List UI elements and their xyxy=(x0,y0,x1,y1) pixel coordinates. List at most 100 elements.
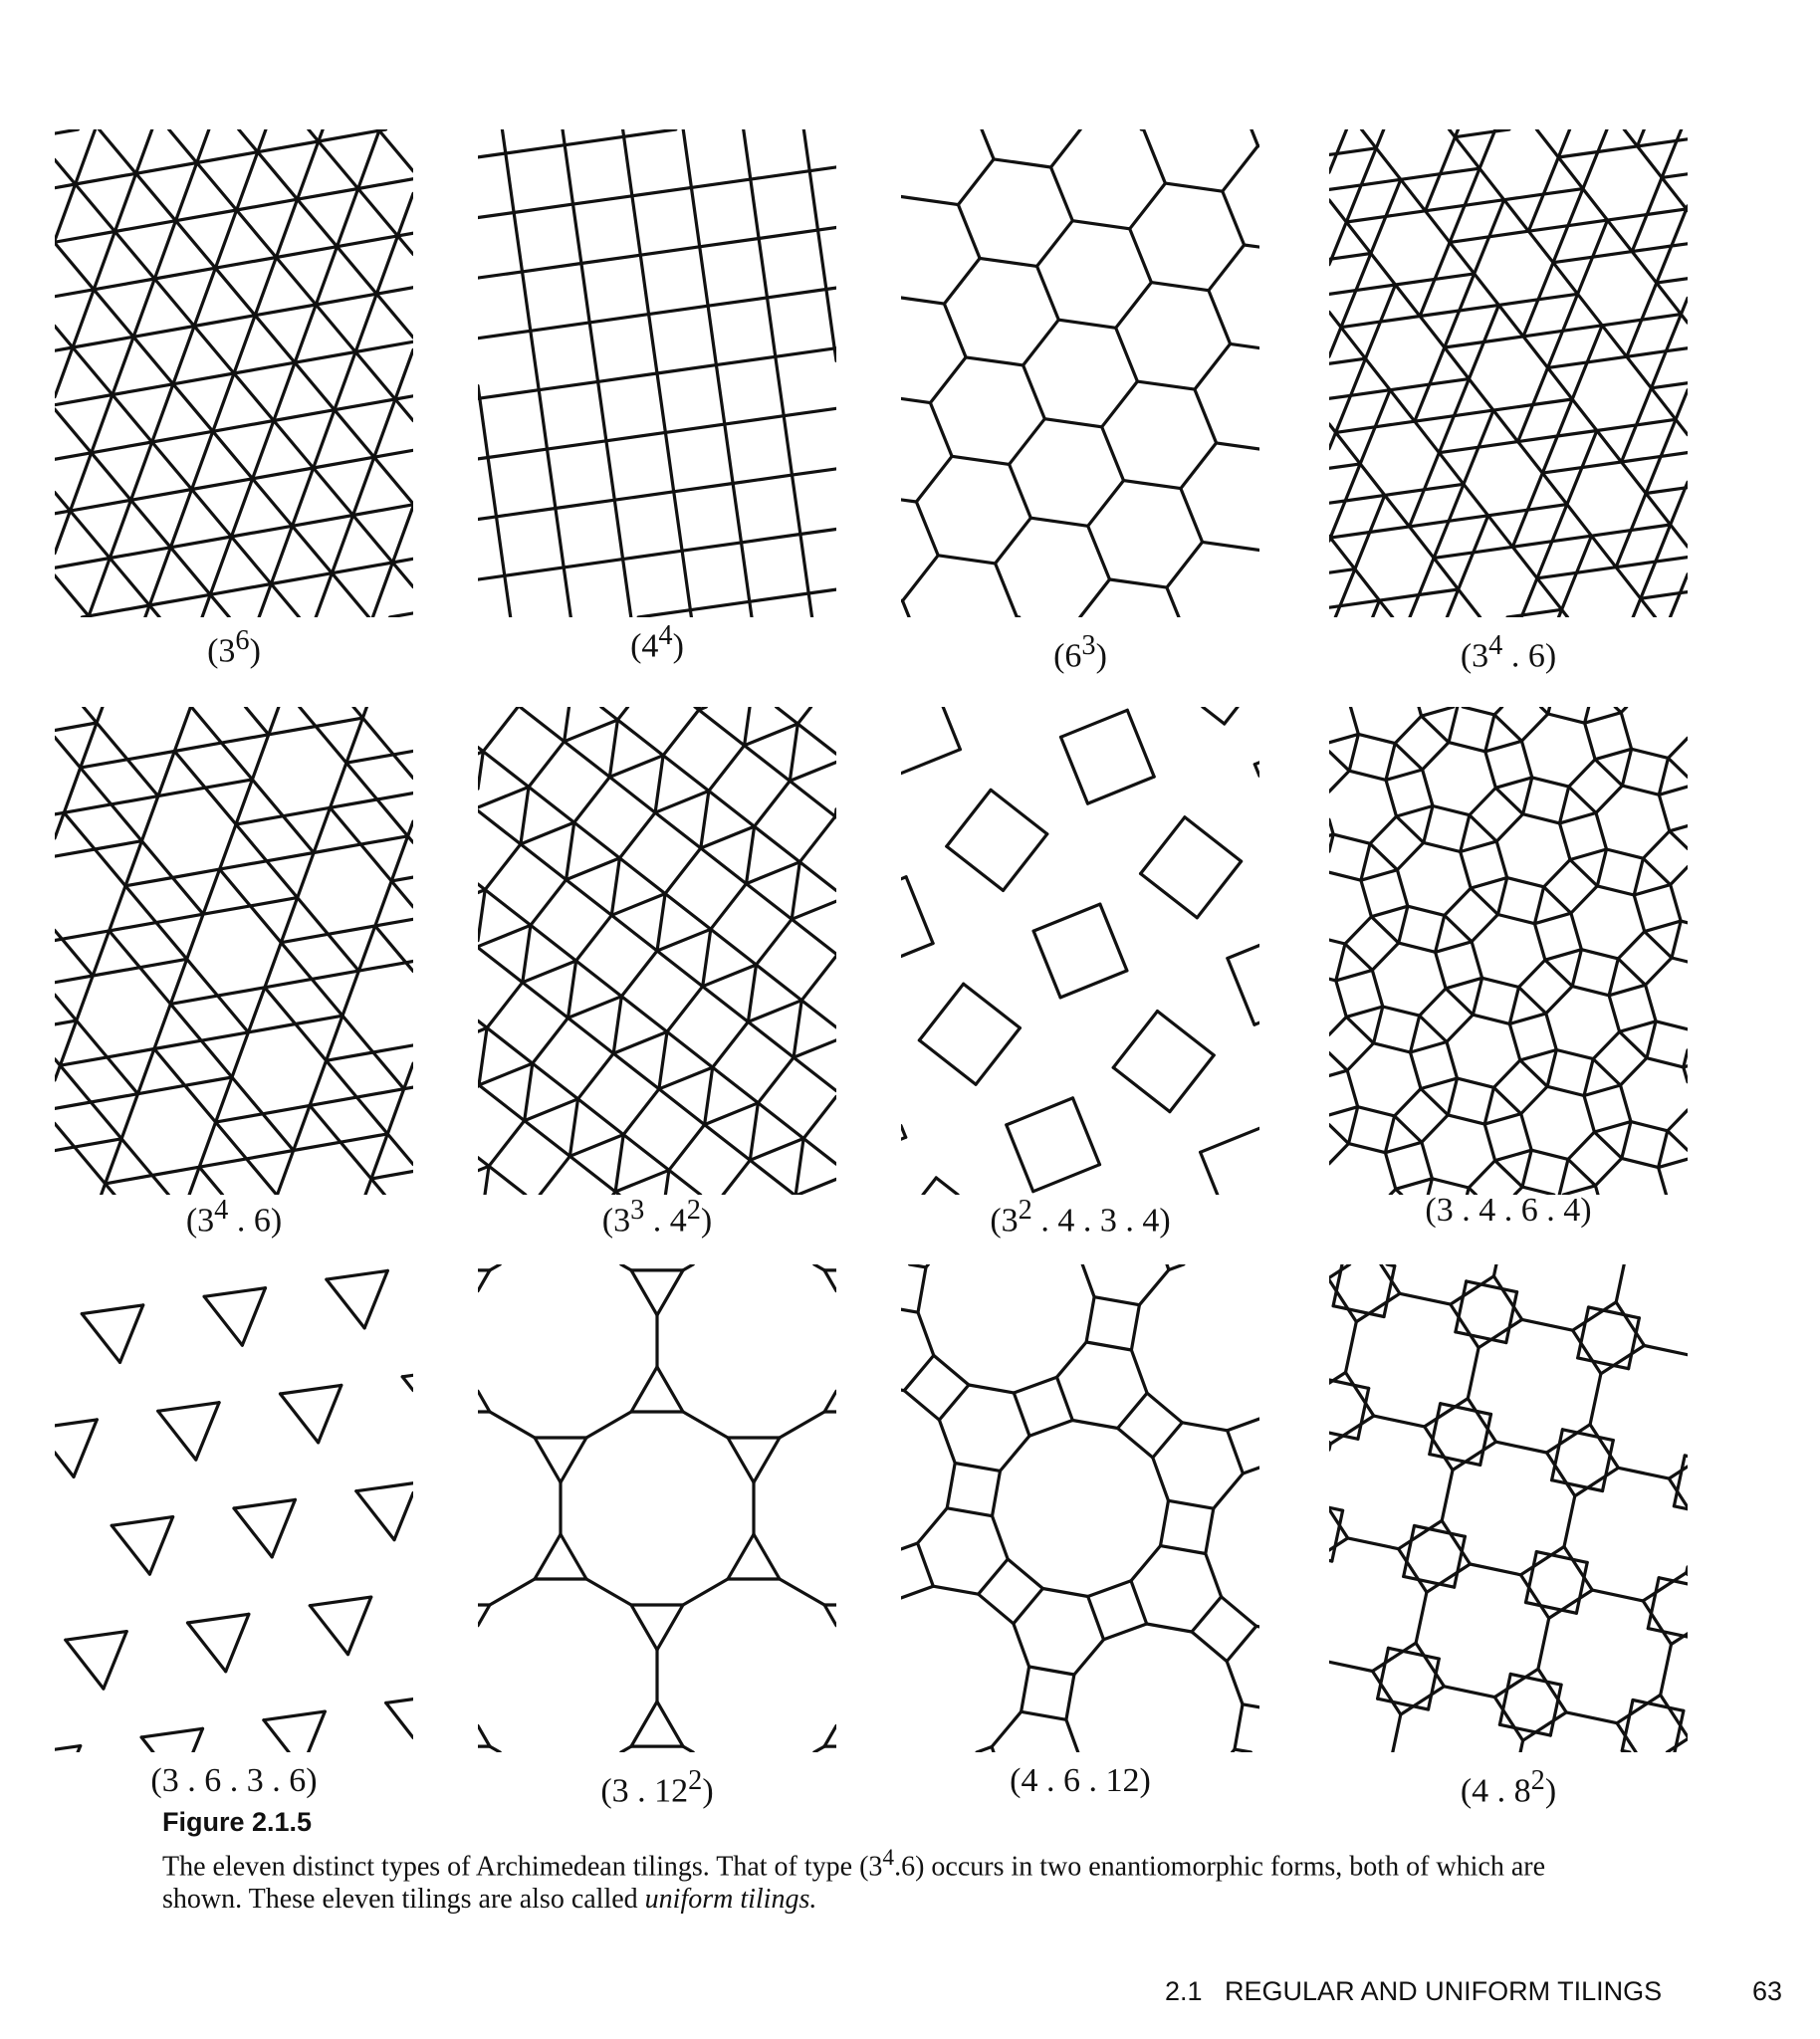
snub-hexagonal-mirror-edge xyxy=(201,867,222,916)
rhombitrihexagonal-edge xyxy=(1554,1047,1595,1061)
snub-hexagonal-mirror-edge xyxy=(218,859,269,871)
triangular-edge xyxy=(211,418,276,433)
snub-hexagonal-edge xyxy=(1447,514,1490,523)
rhombitrihexagonal-edge xyxy=(1666,736,1688,761)
hexagonal-edge xyxy=(993,562,1019,617)
snub-hexagonal-edge xyxy=(1462,445,1480,486)
snub-hexagonal-mirror-edge xyxy=(373,917,413,928)
rhombitrihexagonal-edge xyxy=(1666,1108,1688,1133)
snub-hexagonal-mirror-edge xyxy=(356,961,408,973)
snub-hexagonal-edge xyxy=(1487,229,1530,239)
truncated-trihexagonal-edge xyxy=(1190,1630,1229,1664)
elongated-triangular-edge xyxy=(744,882,794,921)
elongated-triangular-edge xyxy=(792,1038,836,1059)
snub-square-edge xyxy=(1005,1096,1075,1127)
truncated-square-edge xyxy=(1667,1476,1688,1509)
snub-hexagonal-mirror-edge xyxy=(189,707,224,745)
truncated-trihexagonal-edge xyxy=(990,1744,996,1752)
triangular-edge xyxy=(269,524,295,586)
snub-hexagonal-edge xyxy=(1458,272,1477,313)
page-number: 63 xyxy=(1752,1976,1783,2006)
snub-hexagonal-edge xyxy=(1481,303,1500,344)
snub-hexagonal-edge xyxy=(1338,567,1357,608)
truncated-trihexagonal-edge xyxy=(901,1541,920,1551)
square-edge xyxy=(698,236,761,249)
snub-hexagonal-edge xyxy=(1622,129,1640,148)
truncated-square-edge xyxy=(1466,1346,1480,1401)
tiling-panel-square: (44) xyxy=(478,129,836,677)
truncated-trihexagonal-edge xyxy=(1054,1340,1088,1379)
snub-hexagonal-mirror-edge xyxy=(183,1083,218,1124)
tiling-panel-snub-square: (32 . 4 . 3 . 4) xyxy=(901,707,1259,1254)
snub-hexagonal-mirror-edge xyxy=(389,875,413,883)
snub-hexagonal-edge xyxy=(1329,462,1362,470)
elongated-triangular-edge xyxy=(563,740,611,780)
snub-hexagonal-mirror-edge xyxy=(55,1121,77,1149)
elongated-triangular-edge xyxy=(527,740,567,790)
elongated-triangular-edge xyxy=(478,946,525,985)
triangular-edge xyxy=(229,477,255,539)
rhombitrihexagonal-edge xyxy=(1393,741,1425,772)
elongated-triangular-edge xyxy=(655,949,705,989)
snub-hexagonal-mirror-edge xyxy=(292,1103,312,1153)
trihexagonal-edge xyxy=(400,1375,413,1393)
snub-hexagonal-edge xyxy=(1639,591,1682,600)
rhombitrihexagonal-edge xyxy=(1567,758,1597,789)
truncated-square-edge xyxy=(1641,1571,1688,1603)
snub-hexagonal-mirror-edge xyxy=(103,1182,116,1195)
rhombitrihexagonal-edge xyxy=(1568,857,1599,888)
snub-hexagonal-edge xyxy=(1407,525,1436,560)
truncated-trihexagonal-edge xyxy=(901,1584,935,1600)
truncated-hexagonal-edge xyxy=(778,1577,826,1607)
square-edge xyxy=(478,396,490,460)
triangular-edge xyxy=(133,129,154,175)
rhombitrihexagonal-edge xyxy=(1470,940,1484,980)
square-edge xyxy=(723,414,786,426)
snub-hexagonal-edge xyxy=(1585,324,1604,364)
snub-hexagonal-edge xyxy=(1565,466,1584,507)
elongated-triangular-edge xyxy=(748,1136,805,1162)
rhombitrihexagonal-edge xyxy=(1426,1177,1435,1195)
rhombitrihexagonal-edge xyxy=(1329,1105,1360,1117)
truncated-square-edge xyxy=(1375,1646,1391,1700)
truncated-square-edge xyxy=(1442,1685,1496,1699)
snub-hexagonal-edge xyxy=(1377,598,1395,617)
snub-hexagonal-edge xyxy=(1496,298,1540,307)
truncated-square-edge xyxy=(1402,1574,1457,1589)
snub-hexagonal-edge xyxy=(1605,212,1649,222)
elongated-triangular-edge xyxy=(743,744,792,784)
tiling-label: (34 . 6) xyxy=(1460,630,1557,675)
snub-hexagonal-edge xyxy=(1478,129,1496,170)
square-edge xyxy=(529,329,541,392)
snub-hexagonal-edge xyxy=(1510,508,1529,549)
snub-square-edge xyxy=(901,941,935,959)
rhombitrihexagonal-edge xyxy=(1582,1083,1623,1098)
snub-hexagonal-mirror-edge xyxy=(369,1132,389,1181)
snub-hexagonal-edge xyxy=(1339,289,1358,330)
elongated-triangular-edge xyxy=(703,1123,752,1162)
triangular-edge xyxy=(335,234,400,249)
rhombitrihexagonal-edge xyxy=(1566,1130,1596,1161)
snub-hexagonal-mirror-edge xyxy=(62,766,83,814)
snub-hexagonal-edge xyxy=(1566,186,1585,228)
rhombitrihexagonal-edge xyxy=(1530,776,1571,789)
truncated-hexagonal-edge xyxy=(812,1744,826,1752)
truncated-square-edge xyxy=(1330,1508,1345,1563)
rhombitrihexagonal-edge xyxy=(1422,840,1463,854)
truncated-hexagonal-edge xyxy=(533,1436,563,1484)
rhombitrihexagonal-edge xyxy=(1347,732,1360,773)
snub-hexagonal-mirror-edge xyxy=(55,847,97,858)
snub-hexagonal-mirror-edge xyxy=(60,937,95,978)
truncated-trihexagonal-edge xyxy=(1233,1747,1252,1752)
rhombitrihexagonal-edge xyxy=(1657,1166,1669,1195)
snub-hexagonal-edge xyxy=(1644,486,1688,496)
rhombitrihexagonal-edge xyxy=(1491,1058,1522,1089)
triangular-edge xyxy=(314,245,340,307)
tiling-panel-truncated-hexagonal: (3 . 122) xyxy=(478,1264,836,1812)
truncated-hexagonal-edge xyxy=(752,1436,782,1484)
snub-hexagonal-mirror-edge xyxy=(107,929,142,970)
rhombitrihexagonal-edge xyxy=(1521,776,1534,816)
truncated-square-edge xyxy=(1331,1304,1386,1319)
triangular-edge xyxy=(55,392,114,407)
snub-hexagonal-edge xyxy=(1369,251,1398,287)
